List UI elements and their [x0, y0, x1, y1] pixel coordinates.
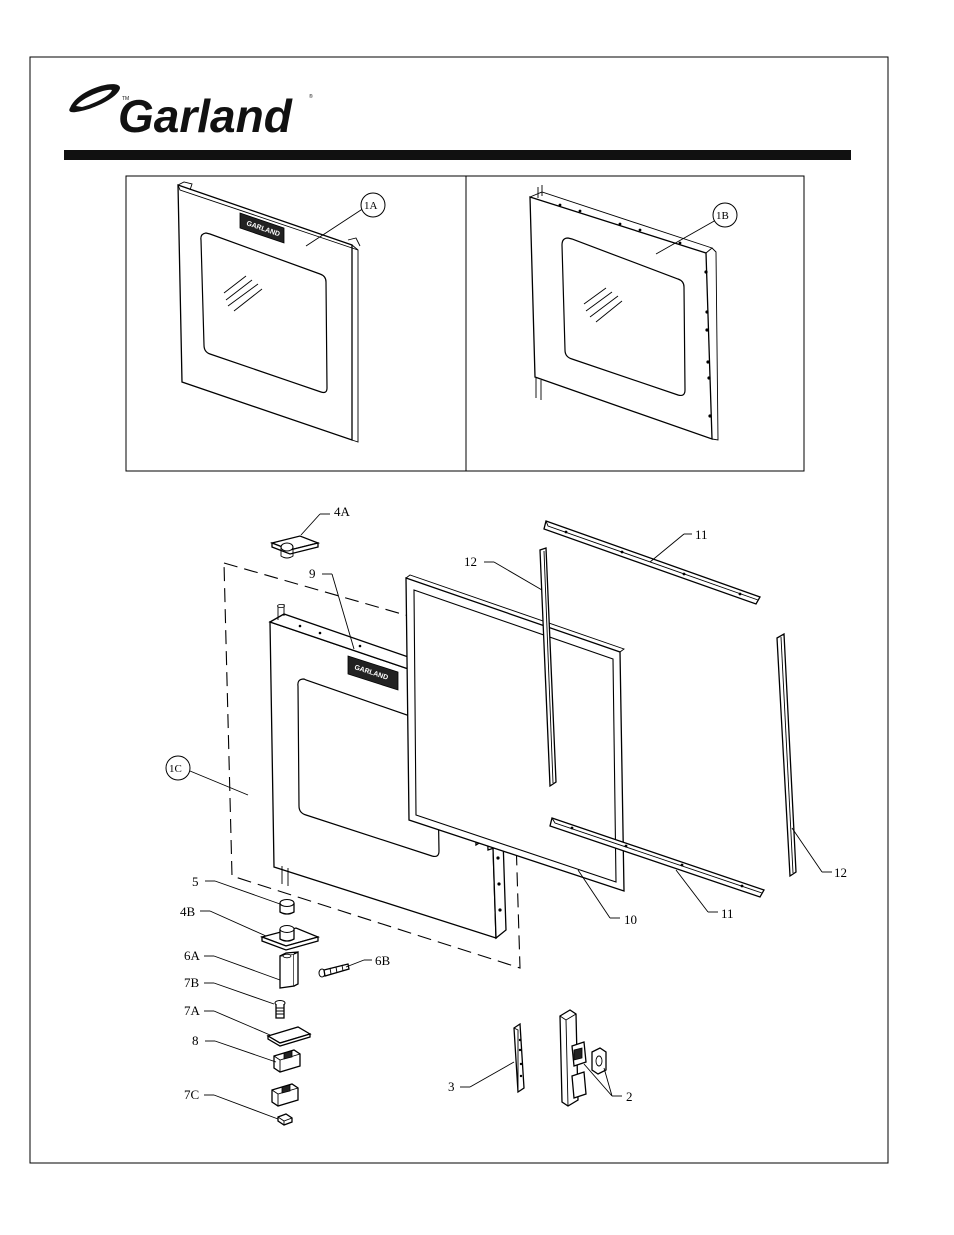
- callout-12-right: 12: [792, 828, 847, 880]
- part-7b-bolt: [275, 1001, 285, 1019]
- callout-1a: 1A: [306, 193, 385, 246]
- svg-text:7A: 7A: [184, 1003, 201, 1018]
- part-3-strike-plate: [514, 1024, 524, 1092]
- callout-6b: 6B: [346, 953, 391, 968]
- svg-text:6A: 6A: [184, 948, 201, 963]
- svg-text:1C: 1C: [169, 763, 182, 775]
- svg-text:1A: 1A: [364, 200, 378, 212]
- svg-text:8: 8: [192, 1033, 199, 1048]
- svg-text:4B: 4B: [180, 904, 196, 919]
- svg-text:11: 11: [721, 906, 734, 921]
- svg-text:2: 2: [626, 1089, 633, 1104]
- callout-5: 5: [192, 874, 280, 904]
- callout-4b: 4B: [180, 904, 266, 936]
- door-assembly-1b: [530, 185, 718, 440]
- svg-text:3: 3: [448, 1079, 455, 1094]
- svg-text:12: 12: [464, 554, 477, 569]
- part-6b-screw: [319, 964, 349, 977]
- callout-4a: 4A: [301, 504, 351, 535]
- svg-text:9: 9: [309, 566, 316, 581]
- callout-3: 3: [448, 1062, 514, 1094]
- callout-8: 8: [192, 1033, 276, 1062]
- callout-11-top: 11: [650, 527, 708, 562]
- logo-wordmark: Garland: [118, 90, 293, 142]
- svg-text:7C: 7C: [184, 1087, 199, 1102]
- svg-text:7B: 7B: [184, 975, 200, 990]
- part-7a-plate: [268, 1027, 310, 1046]
- garland-logo: TM Garland ®: [69, 84, 313, 142]
- part-11-top-channel: [544, 521, 760, 604]
- logo-registered: ®: [309, 93, 313, 100]
- callout-2: 2: [584, 1064, 633, 1104]
- part-4b-bottom-hinge: [262, 926, 318, 951]
- callout-7b: 7B: [184, 975, 274, 1004]
- part-5-bushing: [280, 900, 294, 915]
- svg-text:6B: 6B: [375, 953, 391, 968]
- svg-text:1B: 1B: [716, 210, 729, 222]
- part-4a-top-hinge: [272, 536, 318, 558]
- svg-text:12: 12: [834, 865, 847, 880]
- header-rule: [64, 150, 851, 160]
- svg-text:4A: 4A: [334, 504, 351, 519]
- part-2-latch-assembly: [560, 1010, 606, 1106]
- callout-7a: 7A: [184, 1003, 270, 1035]
- part-7c-nut: [278, 1114, 292, 1125]
- part-8-latch-block: [272, 1050, 300, 1106]
- callout-1c: 1C: [166, 756, 248, 795]
- callout-12-left: 12: [464, 554, 542, 590]
- logo-swoosh-icon: [69, 84, 120, 112]
- svg-text:5: 5: [192, 874, 199, 889]
- part-12-right-strip: [777, 634, 796, 876]
- door-assembly-1a: GARLAND: [178, 182, 360, 442]
- part-6a-hinge-pin: [280, 952, 298, 988]
- callout-7c: 7C: [184, 1087, 278, 1119]
- svg-text:10: 10: [624, 912, 637, 927]
- svg-text:11: 11: [695, 527, 708, 542]
